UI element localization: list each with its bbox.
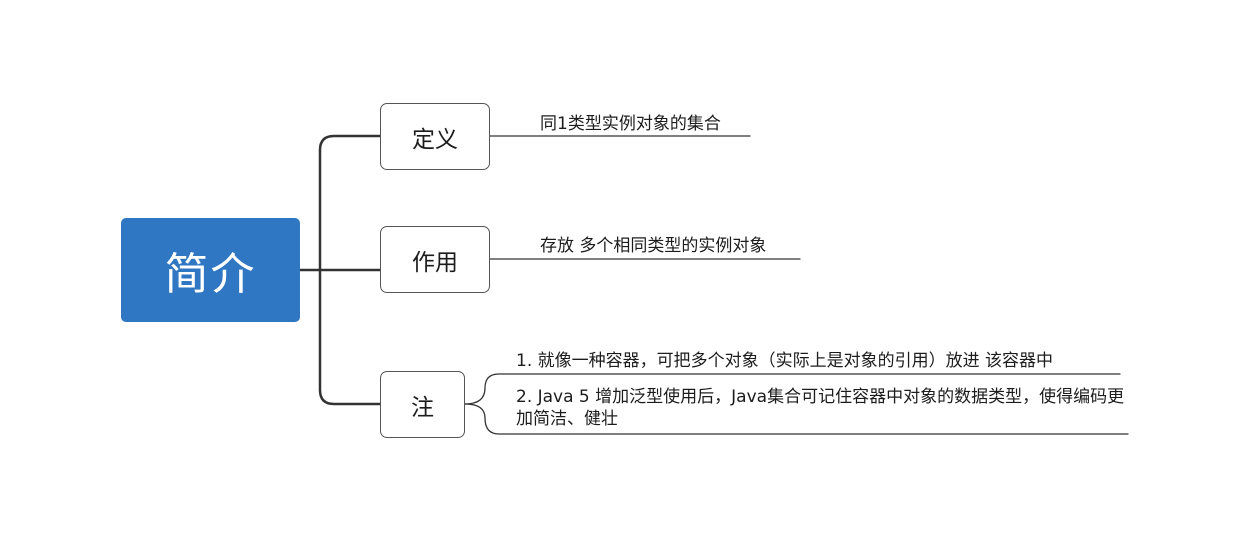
detail-definition[interactable]: 同1类型实例对象的集合 (540, 114, 721, 134)
topic-purpose[interactable]: 作用 (380, 226, 490, 293)
branch-line-definition (318, 134, 382, 272)
root-topic-label: 简介 (164, 249, 257, 300)
topic-purpose-label: 作用 (412, 249, 458, 276)
detail-note-2[interactable]: 2. Java 5 增加泛型使用后，Java集合可记住容器中对象的数据类型，使得… (516, 387, 1125, 429)
root-topic[interactable]: 简介 (121, 218, 300, 322)
leaf-line-note-1 (464, 373, 1121, 405)
leaf-line-note-2 (464, 403, 1129, 435)
topic-definition-label: 定义 (412, 126, 458, 153)
topic-note-label: 注 (411, 394, 434, 421)
detail-note-1[interactable]: 1. 就像一种容器，可把多个对象（实际上是对象的引用）放进 该容器中 (516, 351, 1054, 371)
topic-note[interactable]: 注 (380, 371, 465, 438)
topic-definition[interactable]: 定义 (380, 103, 490, 170)
branch-line-note (318, 268, 382, 406)
detail-purpose[interactable]: 存放 多个相同类型的实例对象 (540, 236, 767, 256)
